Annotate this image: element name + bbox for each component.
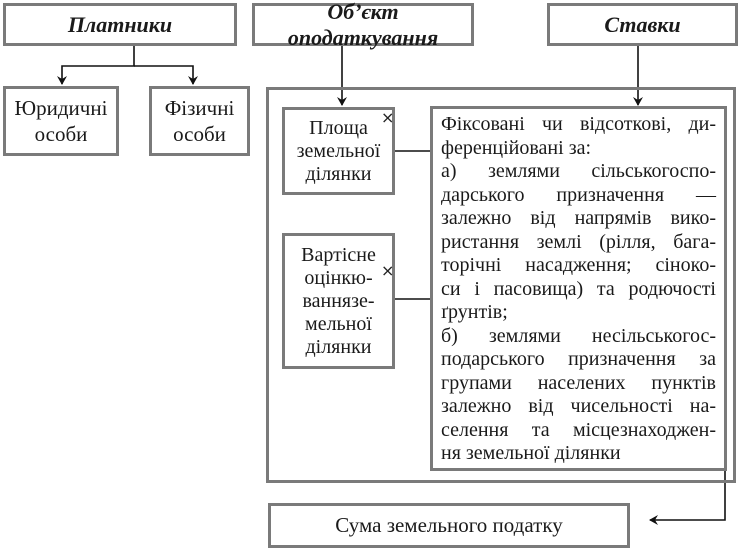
rates-line: дарського призначення — [441,183,716,206]
individual-line: Фізичні [164,96,235,120]
land-area-box: Площа земельної ділянки [282,107,395,195]
rates-line: селення та місцезнаходжен- [441,418,716,441]
rates-line: торічні насадження; сіноко- [441,254,716,276]
rates-line: ґрунтів; [441,301,508,323]
object-header-label: Об’єкт оподаткування [287,0,439,50]
valuation-line: оцінкю- [304,266,373,289]
rates-line: ристання землі (рілля, бага- [441,230,716,253]
rates-description-box: Фіксовані чи відсоткові, ди-ференційован… [430,106,727,471]
rates-line: групами населених пунктів [441,371,716,394]
legal-entities-box: Юридичні особи [3,86,119,156]
land-tax-sum-box: Сума земельного податку [268,503,630,548]
rates-header-label: Ставки [604,11,681,37]
rates-line: б) землями несільськогос- [441,324,716,347]
payers-connector [57,45,135,85]
rates-line: подарського призначення за [441,348,716,370]
tax-calculation-container [266,87,736,483]
legal-line: особи [34,122,88,146]
multiply-sign: × [381,261,395,280]
area-line: ділянки [305,162,372,185]
rates-line: ня земельної ділянки [441,442,621,464]
multiply-sign: × [381,108,395,127]
individuals-box: Фізичні особи [149,86,250,156]
rates-line: си і пасовища) та родючості [441,277,716,300]
valuation-line: Вартісне [301,243,376,266]
rates-line: а) землями сільськогоспо- [441,160,716,182]
rates-line: Фіксовані чи відсоткові, ди- [441,113,716,135]
rates-line: залежно від напрямів вико- [441,207,716,229]
result-arrow [649,470,726,525]
payers-connector-right [134,65,198,85]
payers-header: Платники [3,3,237,46]
valuation-line: ваннязе- [302,289,375,312]
area-line: земельної [296,139,381,162]
individual-line: особи [173,122,226,146]
rates-line: залежно від чисельності на- [441,395,716,417]
rates-line: ференційовані за: [441,136,592,159]
valuation-line: мельної [305,312,372,335]
object-header: Об’єкт оподаткування [252,0,474,50]
area-line: Площа [309,116,368,139]
rates-header: Ставки [547,3,738,46]
land-tax-sum-label: Сума земельного податку [335,513,563,537]
payers-header-label: Платники [67,11,173,37]
legal-line: Юридичні [14,96,108,120]
valuation-line: ділянки [305,335,372,358]
valuation-box: Вартісне оцінкю- ваннязе- мельної ділянк… [282,233,395,369]
